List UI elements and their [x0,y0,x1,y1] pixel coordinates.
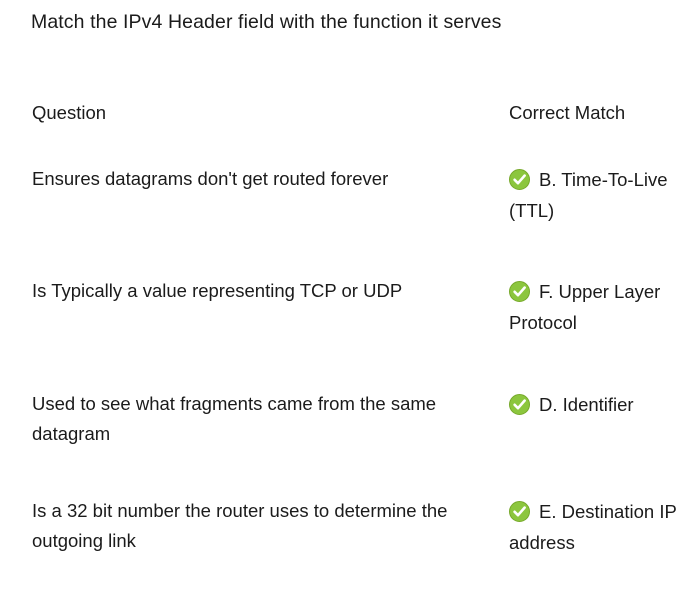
match-cell: E. Destination IP address [509,496,698,558]
page-title: Match the IPv4 Header field with the fun… [31,11,502,33]
green-check-circle-icon [509,394,530,415]
green-check-circle-icon [509,501,530,522]
question-text: Is Typically a value representing TCP or… [32,280,403,301]
match-cell: B. Time-To-Live (TTL) [509,164,698,226]
match-cell: F. Upper Layer Protocol [509,276,698,338]
question-text: Ensures datagrams don't get routed forev… [32,168,389,189]
column-header-correct-match: Correct Match [509,102,626,123]
match-text: F. Upper Layer Protocol [509,281,661,333]
question-text: Used to see what fragments came from the… [32,393,437,444]
match-text: D. Identifier [539,394,634,415]
green-check-circle-icon [509,281,530,302]
match-cell: D. Identifier [509,389,698,420]
match-text: B. Time-To-Live (TTL) [509,169,668,221]
match-text: E. Destination IP address [509,501,677,553]
green-check-circle-icon [509,169,530,190]
column-header-question: Question [32,102,107,123]
question-text: Is a 32 bit number the router uses to de… [32,500,448,551]
